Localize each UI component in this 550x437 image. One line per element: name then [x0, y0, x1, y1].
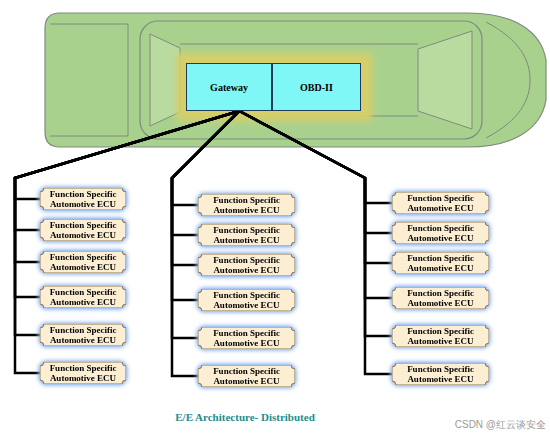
ecu-box: Function Specific Automotive ECU: [40, 188, 126, 210]
ecu-shape: [198, 254, 295, 276]
ecu-label: Function Specific Automotive ECU: [40, 252, 126, 272]
ecu-shape: [392, 325, 489, 347]
ecu-box: Function Specific Automotive ECU: [40, 362, 126, 384]
ecu-box: Function Specific Automotive ECU: [40, 251, 126, 273]
ecu-box: Function Specific Automotive ECU: [392, 325, 489, 347]
ecu-shape: [198, 289, 295, 311]
ecu-box: Function Specific Automotive ECU: [198, 224, 295, 246]
ecu-label: Function Specific Automotive ECU: [392, 364, 489, 384]
gateway-box: Gateway: [186, 63, 272, 111]
ecu-shape: [392, 252, 489, 274]
ecu-shape: [40, 324, 126, 346]
ecu-shape: [40, 219, 126, 241]
ecu-label: Function Specific Automotive ECU: [40, 287, 126, 307]
ecu-shape: [198, 327, 295, 349]
diagram-caption: E/E Architecture- Distributed: [120, 411, 370, 423]
ecu-shape: [40, 188, 126, 210]
ecu-box: Function Specific Automotive ECU: [198, 289, 295, 311]
ecu-shape: [198, 194, 295, 216]
box-label: Gateway: [210, 82, 248, 93]
ecu-box: Function Specific Automotive ECU: [392, 252, 489, 274]
bus-connector: [15, 111, 239, 199]
watermark: CSDN @红云谈安全: [420, 418, 546, 432]
ecu-label: Function Specific Automotive ECU: [392, 193, 489, 213]
ecu-label: Function Specific Automotive ECU: [198, 225, 295, 245]
ecu-box: Function Specific Automotive ECU: [198, 194, 295, 216]
ecu-shape: [392, 222, 489, 244]
ecu-box: Function Specific Automotive ECU: [198, 365, 295, 387]
ecu-box: Function Specific Automotive ECU: [198, 327, 295, 349]
obd-port-box: OBD-II: [272, 63, 361, 111]
ecu-box: Function Specific Automotive ECU: [392, 222, 489, 244]
ecu-box: Function Specific Automotive ECU: [392, 192, 489, 214]
ecu-label: Function Specific Automotive ECU: [40, 363, 126, 383]
ecu-shape: [392, 287, 489, 309]
ecu-label: Function Specific Automotive ECU: [40, 325, 126, 345]
ecu-box: Function Specific Automotive ECU: [198, 254, 295, 276]
ecu-shape: [392, 363, 489, 385]
rear-window: [150, 34, 180, 126]
ecu-box: Function Specific Automotive ECU: [40, 286, 126, 308]
windshield: [418, 31, 472, 129]
bus-connector: [172, 111, 239, 205]
ecu-label: Function Specific Automotive ECU: [198, 255, 295, 275]
ecu-label: Function Specific Automotive ECU: [198, 328, 295, 348]
ecu-shape: [198, 224, 295, 246]
ecu-box: Function Specific Automotive ECU: [392, 363, 489, 385]
ecu-shape: [198, 365, 295, 387]
ecu-label: Function Specific Automotive ECU: [198, 290, 295, 310]
ecu-shape: [392, 192, 489, 214]
ecu-box: Function Specific Automotive ECU: [392, 287, 489, 309]
trunk-panel: [50, 24, 128, 136]
ecu-label: Function Specific Automotive ECU: [40, 189, 126, 209]
bus-connector: [172, 111, 239, 235]
car-body: [45, 13, 546, 147]
ecu-box: Function Specific Automotive ECU: [40, 219, 126, 241]
ecu-shape: [40, 251, 126, 273]
ecu-box: Function Specific Automotive ECU: [40, 324, 126, 346]
box-label: OBD-II: [300, 82, 333, 93]
ecu-label: Function Specific Automotive ECU: [392, 288, 489, 308]
ecu-label: Function Specific Automotive ECU: [392, 223, 489, 243]
gateway-glow: [176, 53, 372, 121]
ecu-label: Function Specific Automotive ECU: [392, 253, 489, 273]
ecu-shape: [40, 286, 126, 308]
ecu-shape: [40, 362, 126, 384]
hood-line: [486, 22, 530, 138]
bus-connector: [239, 111, 392, 203]
cabin-outline: [140, 21, 482, 139]
ecu-label: Function Specific Automotive ECU: [198, 366, 295, 386]
ecu-label: Function Specific Automotive ECU: [392, 326, 489, 346]
ecu-label: Function Specific Automotive ECU: [198, 195, 295, 215]
ecu-label: Function Specific Automotive ECU: [40, 220, 126, 240]
